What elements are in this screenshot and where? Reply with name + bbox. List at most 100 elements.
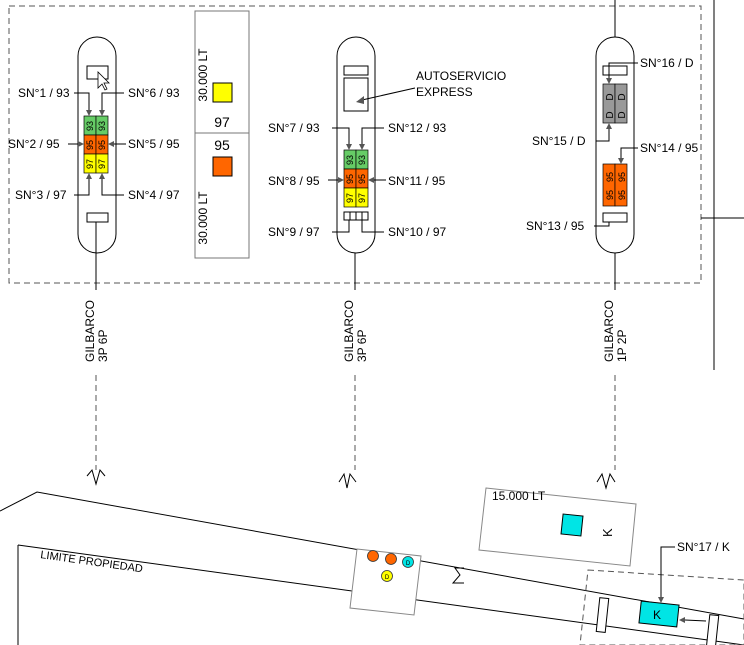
nozzle-leader: [332, 220, 350, 233]
nozzle-leader: [620, 147, 638, 158]
nozzle-leader: [361, 127, 384, 144]
pump-model: 3P 6P: [355, 330, 369, 362]
kiosk-title: EXPRESS: [416, 85, 473, 99]
arrow-icon: [368, 177, 374, 183]
nozzle-label: SN°15 / D: [532, 134, 586, 148]
grade-label: 95: [345, 174, 355, 184]
nozzle-label: SN°6 / 93: [128, 86, 180, 100]
property-boundary: [0, 491, 744, 620]
arrow-icon: [606, 78, 612, 84]
nozzle-label: SN°4 / 97: [128, 188, 180, 202]
grade-label: 93: [85, 121, 95, 131]
kerosene-area: [579, 569, 744, 645]
island-2: AUTOSERVICIO EXPRESS 93 93 95 95 97 97 S…: [268, 36, 506, 489]
arrow-icon: [346, 144, 352, 150]
cursor-icon: [97, 71, 110, 91]
grade-label: 97: [97, 159, 107, 169]
pump-brand: GILBARCO: [602, 300, 616, 362]
grade-label: 95: [97, 140, 107, 150]
nozzle-leader: [101, 92, 124, 110]
nozzle-leader: [608, 62, 638, 78]
tank-fuel: 97: [214, 114, 230, 130]
gas-label: 95: [617, 190, 627, 200]
kiosk-leader: [361, 87, 416, 101]
tank-panel: 30.000 LT 97 95 30.000 LT: [194, 10, 250, 259]
nozzle-leader: [74, 92, 90, 110]
grade-label: 97: [345, 193, 355, 203]
tank-swatch-95: [212, 156, 233, 177]
island-3-top-box: [602, 65, 628, 76]
gas-label: 95: [605, 190, 615, 200]
arrow-icon: [679, 617, 685, 623]
vent-circle: [402, 556, 414, 568]
property-limit-label: LIMITE PROPIEDAD: [40, 549, 144, 575]
diesel-label: D: [605, 93, 616, 100]
pump-model: 3P 6P: [96, 330, 110, 362]
grade-label: 95: [85, 140, 95, 150]
vent-label: D: [406, 561, 411, 567]
island-1-top-box: [86, 65, 109, 80]
nozzle-label: SN°2 / 95: [8, 137, 60, 151]
nozzle-leader: [660, 546, 675, 597]
grade-label: 93: [97, 121, 107, 131]
diesel-label: D: [605, 111, 616, 118]
grade-label: 93: [345, 155, 355, 165]
island-3-bottom-box: [602, 212, 628, 223]
break-symbol: [338, 472, 357, 489]
vent-frame: [349, 548, 422, 616]
tank-fuel: 95: [214, 137, 230, 153]
arrow-icon: [86, 173, 92, 179]
kerosene-tank-capacity: 15.000 LT: [492, 489, 546, 503]
nozzle-label: SN°12 / 93: [388, 121, 446, 135]
kerosene-tank: [478, 487, 637, 567]
break-symbol: [86, 468, 106, 486]
tank-capacity: 30.000 LT: [196, 191, 210, 245]
pump-brand: GILBARCO: [83, 300, 97, 362]
grade-label: 95: [357, 174, 367, 184]
grade-label: 97: [85, 159, 95, 169]
vent-circle: [381, 570, 393, 582]
nozzle-label: SN°5 / 95: [128, 137, 180, 151]
nozzle-leader: [101, 179, 124, 196]
arrow-icon: [108, 141, 114, 147]
nozzle-label: SN°16 / D: [640, 56, 694, 70]
tank-swatch-97: [212, 82, 233, 103]
nozzle-leader: [332, 127, 350, 144]
gas-label: 95: [617, 172, 627, 182]
arrow-icon: [78, 141, 84, 147]
kiosk-box: [343, 77, 369, 112]
island-2-body: [336, 36, 376, 254]
nozzle-leader: [74, 179, 90, 196]
arrow-icon: [618, 158, 624, 164]
tank-capacity: 30.000 LT: [196, 48, 210, 102]
diesel-cell: [614, 83, 628, 124]
kerosene-bollard: [705, 614, 720, 645]
vent-circle: [367, 550, 379, 562]
nozzle-label: SN°1 / 93: [18, 86, 70, 100]
kerosene-bollard: [595, 597, 610, 633]
arrow-icon: [606, 123, 612, 129]
island-2-top-box: [343, 65, 369, 76]
kerosene-pump-label: K: [653, 608, 661, 622]
grade-label: 97: [357, 193, 367, 203]
sigma-marker: [451, 567, 464, 584]
island-1: 93 93 95 95 97 97 SN°1 / 93 SN°2 / 95 SN…: [8, 36, 180, 486]
tank-panel-frame: [194, 10, 250, 259]
nozzle-leader: [594, 222, 610, 227]
nozzle-label: SN°13 / 95: [526, 219, 584, 233]
nozzle-leader: [361, 220, 384, 233]
nozzle-leader: [596, 129, 610, 142]
gas-label: 95: [605, 172, 615, 182]
nozzle-label: SN°14 / 95: [640, 141, 698, 155]
arrow-icon: [99, 110, 105, 116]
kerosene-tank-swatch: [560, 513, 584, 537]
nozzle-label: SN°10 / 97: [388, 225, 446, 239]
grade-cell-97: [355, 187, 369, 208]
grade-label: 93: [357, 155, 367, 165]
arrow-icon: [356, 96, 364, 104]
kerosene-pump: [638, 600, 680, 628]
nozzle-label: SN°7 / 93: [268, 121, 320, 135]
island-1-bottom-box: [86, 212, 109, 223]
arrow-icon: [338, 177, 344, 183]
